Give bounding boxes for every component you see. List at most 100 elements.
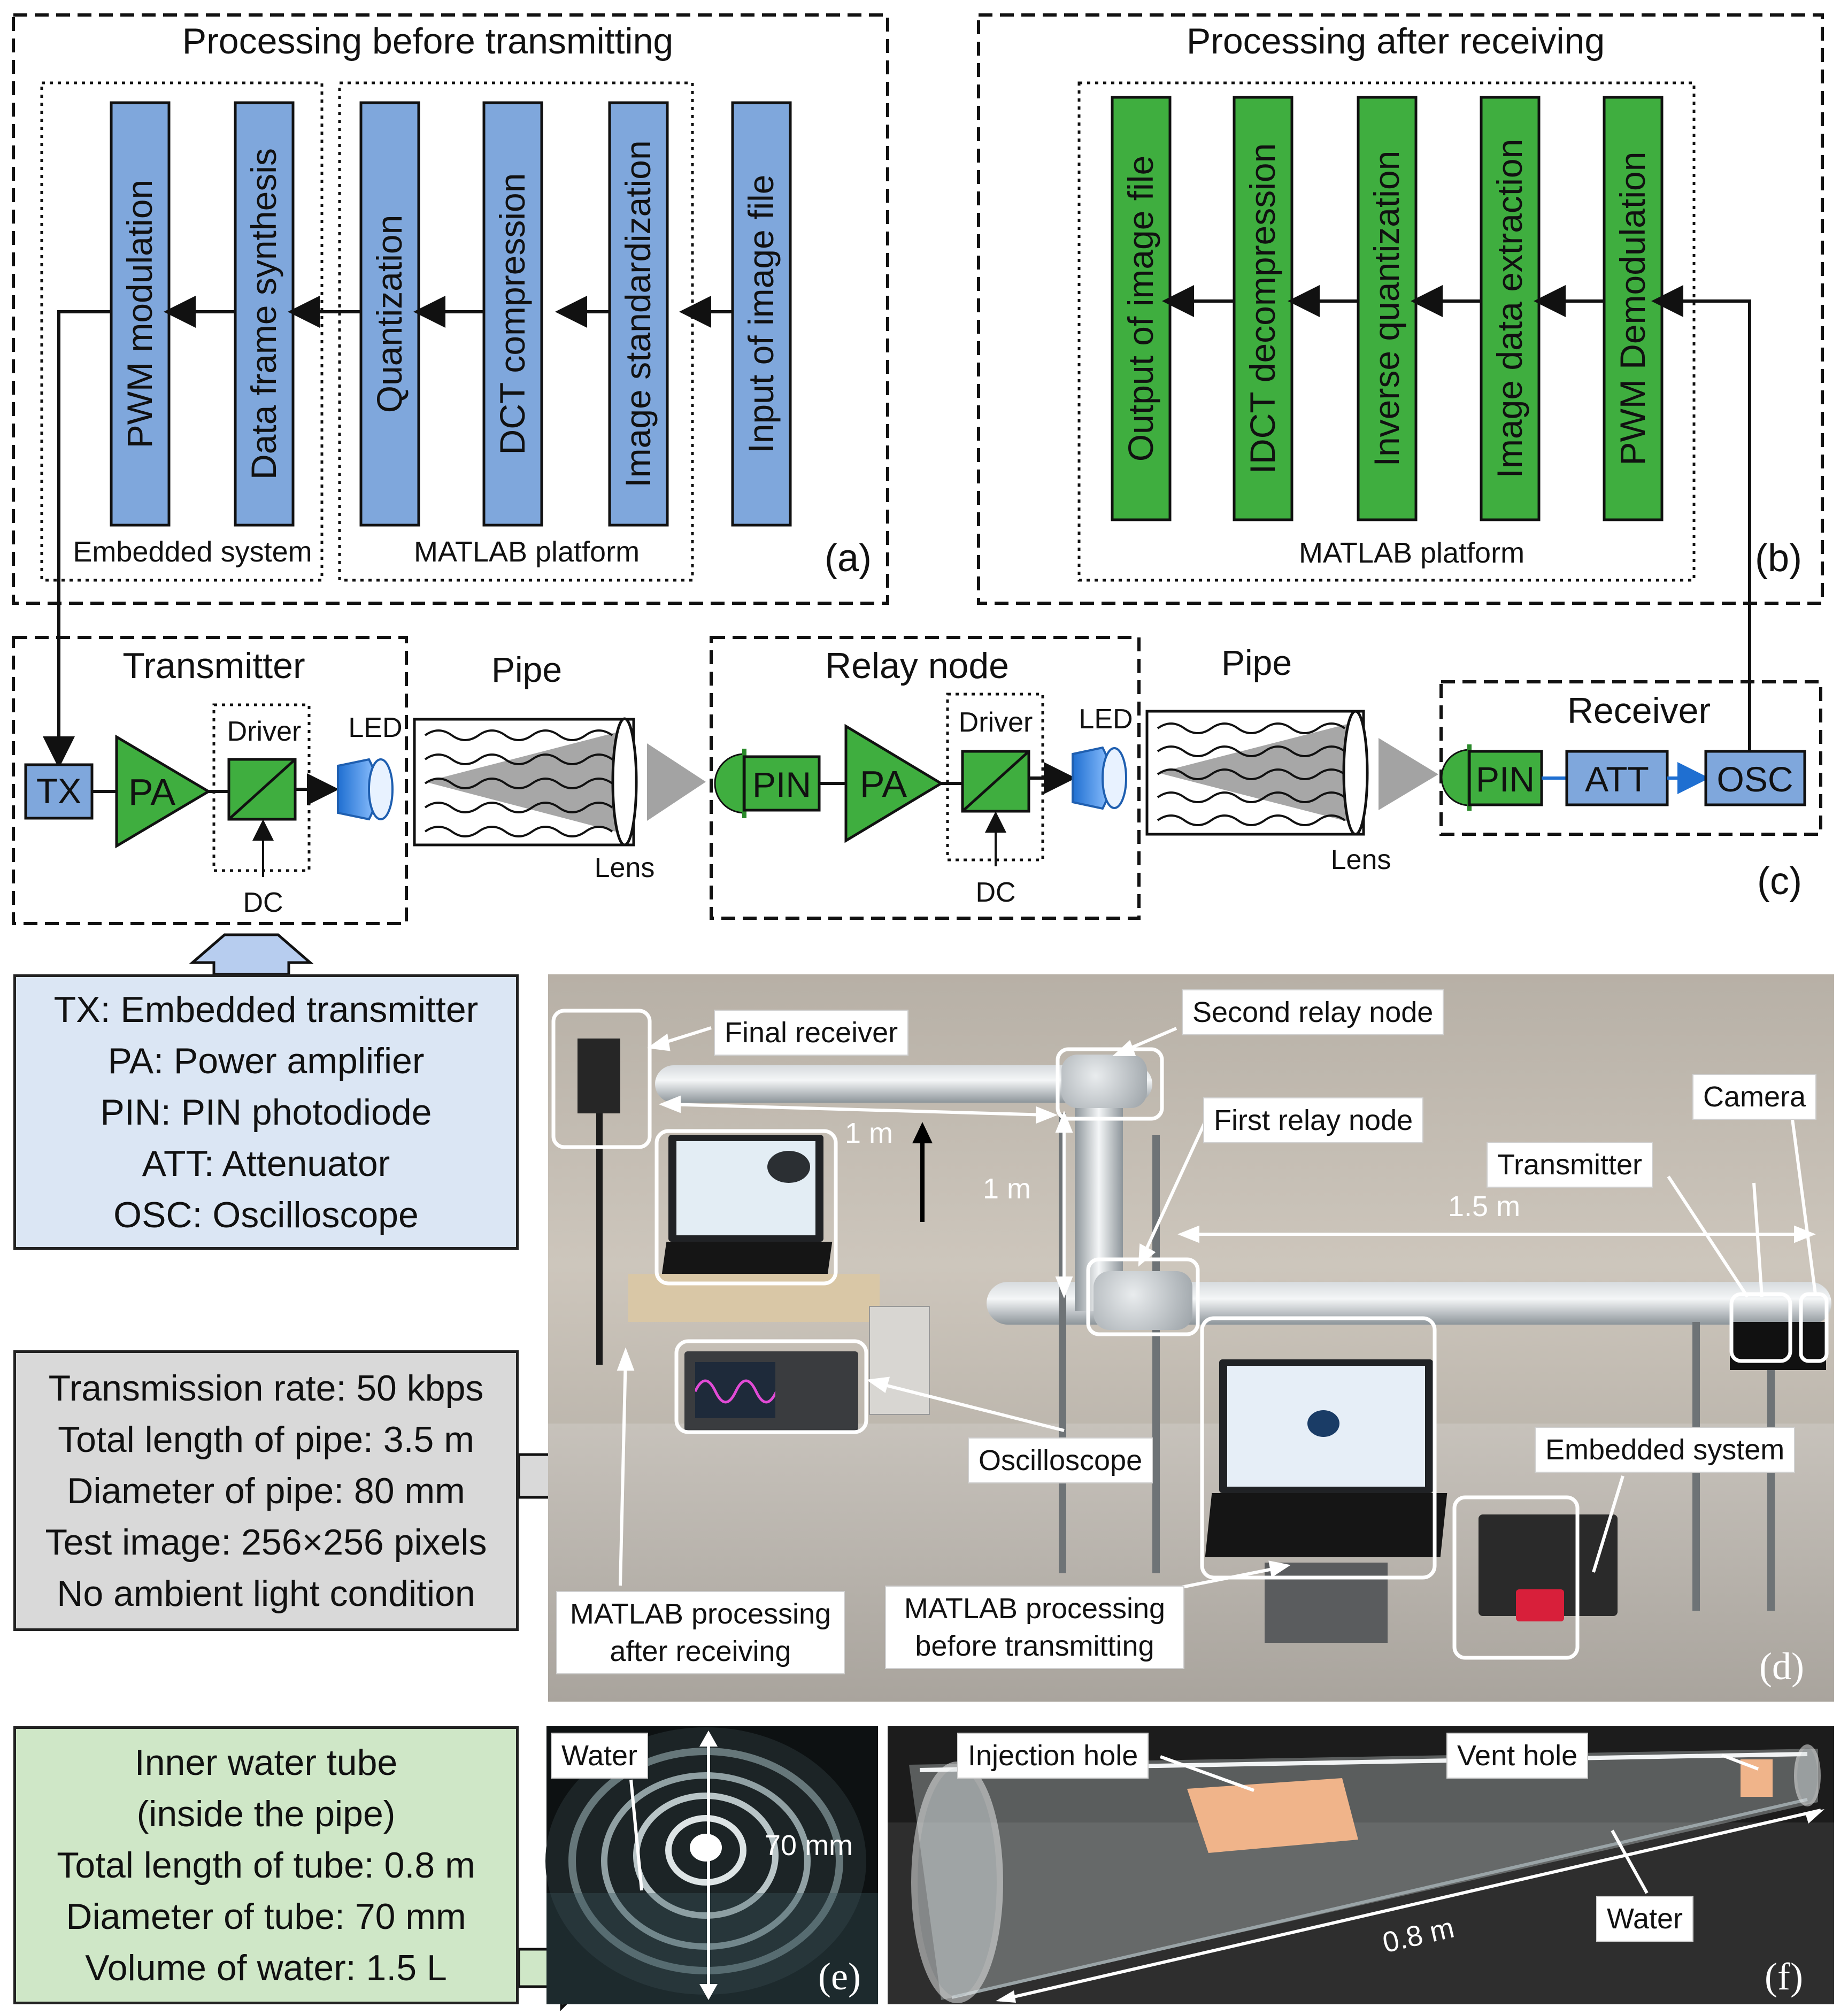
processing-b-label: IDCT decompression (1243, 143, 1282, 474)
injection-tape (1187, 1778, 1358, 1853)
lens-1 (611, 717, 638, 847)
first-relay-box (1086, 1257, 1200, 1336)
callout-vent-hole: Vent hole (1446, 1733, 1589, 1779)
transmitter-title: Transmitter (122, 645, 305, 686)
panel-a-frame (12, 13, 889, 605)
laptop-before-box (1200, 1316, 1437, 1580)
dim-arrow-f (999, 1809, 1821, 2002)
processing-b-label: PWM Demodulation (1613, 152, 1652, 466)
processing-b-label: Output of image file (1121, 156, 1160, 462)
matlab-group-frame-b (1077, 81, 1696, 582)
photo-e (545, 1726, 878, 2004)
dim-label-1m-horizontal: 1 m (845, 1117, 894, 1149)
callout-first-relay: First relay node (1203, 1097, 1424, 1144)
driver-label-2: Driver (959, 707, 1033, 738)
processing-b-label: Image data extraction (1490, 139, 1529, 479)
callout-embedded-system: Embedded system (1535, 1427, 1796, 1473)
focus-cone-1 (647, 743, 706, 821)
param-line: Test image: 256×256 pixels (45, 1521, 487, 1563)
panel-c: Transmitter TX PA Driver DC LED Pipe Len… (12, 636, 1822, 925)
legend-line: ATT: Attenuator (142, 1143, 390, 1184)
led-label-1: LED (348, 712, 402, 743)
processing-b-block (1111, 96, 1172, 521)
processing-a-block (731, 101, 792, 527)
legend-line: PA: Power amplifier (107, 1040, 425, 1081)
att-label: ATT (1585, 759, 1649, 799)
embedded-box (1452, 1495, 1580, 1660)
callout-transmitter: Transmitter (1487, 1142, 1653, 1188)
panel-b-tag: (b) (1755, 537, 1802, 580)
callout-oscilloscope: Oscilloscope (968, 1437, 1153, 1484)
tube-line: (inside the pipe) (136, 1794, 396, 1834)
tube-line: Total length of tube: 0.8 m (57, 1845, 475, 1886)
transmitter-frame (12, 636, 408, 925)
embedded-group-frame (40, 81, 324, 582)
second-relay-box (1056, 1047, 1164, 1121)
oscilloscope-box (674, 1339, 868, 1434)
osc-label: OSC (1716, 759, 1793, 799)
camera-box (1799, 1292, 1829, 1363)
led-label-2: LED (1079, 704, 1133, 735)
pipe-label-1: Pipe (491, 650, 562, 689)
att-block (1565, 750, 1669, 806)
panel-b-frame (977, 13, 1824, 605)
dc-label-2: DC (975, 877, 1015, 908)
legend-box: TX: Embedded transmitter PA: Power ampli… (13, 974, 519, 1250)
lens-label-1: Lens (595, 852, 655, 883)
processing-a-block (359, 101, 420, 527)
panel-a-tag: (a) (825, 537, 872, 580)
param-line: Total length of pipe: 3.5 m (58, 1419, 474, 1460)
processing-a-label: PWM modulation (120, 180, 159, 449)
processing-a-block (482, 101, 543, 527)
params-box: Transmission rate: 50 kbps Total length … (13, 1350, 519, 1631)
transmitter-box (1729, 1292, 1792, 1363)
processing-a-label: Input of image file (741, 175, 781, 453)
tube-box: Inner water tube (inside the pipe) Total… (13, 1726, 519, 2004)
param-line: Diameter of pipe: 80 mm (67, 1470, 465, 1511)
panel-a-title: Processing before transmitting (182, 21, 673, 61)
param-line: Transmission rate: 50 kbps (48, 1367, 484, 1409)
lens-2 (1342, 710, 1369, 836)
panel-e-tag: (e) (818, 1955, 861, 1998)
receiver-title: Receiver (1567, 690, 1711, 731)
dim-label-1m-vertical: 1 m (983, 1173, 1031, 1205)
laptop-after-box (654, 1129, 838, 1286)
second-relay-node (1061, 1055, 1147, 1108)
osc-to-demod-line (1651, 285, 1751, 754)
tube-line: Volume of water: 1.5 L (85, 1948, 447, 1988)
callout-water-e: Water (551, 1733, 649, 1779)
pin-label-relay: PIN (752, 765, 811, 804)
panel-b: Processing after receiving MATLAB platfo… (977, 13, 1824, 754)
legend-line: TX: Embedded transmitter (53, 989, 479, 1030)
callout-matlab-before: MATLAB processing before transmitting (885, 1586, 1184, 1670)
processing-a-block (608, 101, 669, 527)
pin-photodiode-relay (714, 753, 745, 814)
osc-block (1704, 750, 1806, 806)
receiver-frame (1439, 680, 1822, 836)
processing-a-block (234, 101, 295, 527)
pin-photodiode-receiver (1441, 749, 1470, 806)
lens-label-2: Lens (1331, 844, 1391, 875)
panel-c-tag: (c) (1757, 860, 1802, 903)
final-receiver-box (551, 1009, 652, 1149)
tube-line: Diameter of tube: 70 mm (66, 1896, 466, 1937)
panel-d-tag: (d) (1759, 1645, 1804, 1688)
tx-block (24, 763, 94, 820)
processing-a-label: Quantization (369, 215, 409, 413)
dc-label-1: DC (243, 887, 283, 918)
dim-label-1-5m: 1.5 m (1448, 1190, 1521, 1222)
embedded-group-label: Embedded system (73, 536, 312, 568)
callout-matlab-after: MATLAB processing after receiving (556, 1591, 845, 1675)
tube-line: Inner water tube (134, 1742, 398, 1783)
pa-amplifier-2 (844, 724, 944, 843)
water-waves-1 (424, 729, 613, 837)
pin-label-receiver: PIN (1476, 759, 1535, 799)
callout-camera: Camera (1692, 1074, 1817, 1120)
pin-block-relay (743, 755, 821, 812)
pwm-to-tx-line (43, 310, 111, 768)
pa-label-1: PA (128, 771, 175, 813)
processing-a-label: DCT compression (492, 173, 532, 455)
param-line: No ambient light condition (57, 1573, 475, 1614)
pa-label-2: PA (860, 763, 907, 805)
processing-b-block (1233, 96, 1293, 521)
